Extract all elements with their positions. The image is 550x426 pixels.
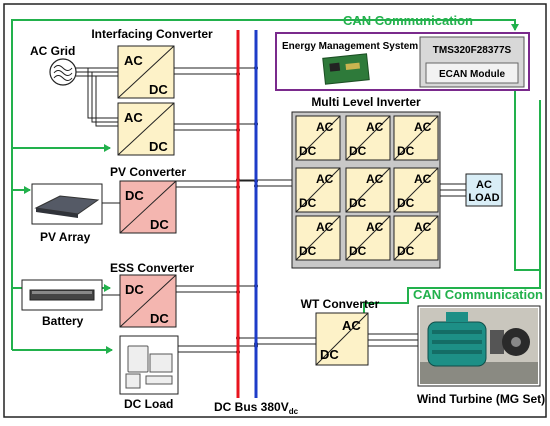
can-top-label: CAN Communication bbox=[343, 13, 473, 28]
pv-converter-label: PV Converter bbox=[110, 165, 186, 179]
pv-array-label: PV Array bbox=[40, 230, 91, 244]
wt-converter-label: WT Converter bbox=[301, 297, 380, 311]
bus-connections bbox=[174, 67, 316, 353]
mli-cell: AC DC bbox=[393, 115, 439, 161]
mli-cell: AC DC bbox=[295, 115, 341, 161]
svg-text:DC: DC bbox=[125, 188, 144, 203]
mli-cell: AC DC bbox=[295, 167, 341, 213]
pv-converter: DC DC bbox=[119, 180, 177, 234]
battery-label: Battery bbox=[42, 314, 84, 328]
mli-cell-dc: DC bbox=[349, 144, 367, 158]
mli-cell-ac: AC bbox=[414, 220, 432, 234]
pv-array-icon bbox=[34, 195, 100, 218]
can-right-label: CAN Communication bbox=[413, 287, 543, 302]
mli-cell-ac: AC bbox=[414, 172, 432, 186]
mli-cell-ac: AC bbox=[366, 120, 384, 134]
mg-set-photo-icon bbox=[420, 308, 538, 384]
outer-frame bbox=[3, 3, 547, 418]
ac-load-wires bbox=[440, 183, 466, 197]
mli-cells: AC DC AC DC AC DC AC DC AC DC AC DC AC DC AC DC AC DC bbox=[295, 115, 439, 261]
interfacing-converter-2: AC DC bbox=[117, 102, 175, 156]
ems-board-icon bbox=[322, 53, 370, 85]
svg-text:DC: DC bbox=[149, 82, 168, 97]
interfacing-converter-label: Interfacing Converter bbox=[91, 27, 213, 41]
mli-cell-ac: AC bbox=[316, 120, 334, 134]
mli-cell-dc: DC bbox=[397, 244, 415, 258]
ess-converter: DC DC bbox=[119, 274, 177, 328]
ac-load-label-2: LOAD bbox=[468, 192, 499, 204]
mli-cell: AC DC bbox=[345, 115, 391, 161]
mli-cell-dc: DC bbox=[349, 244, 367, 258]
ems-label: Energy Management System bbox=[282, 41, 418, 52]
svg-text:AC: AC bbox=[342, 318, 361, 333]
svg-text:AC: AC bbox=[124, 53, 143, 68]
dsp-label: TMS320F28377S bbox=[433, 45, 512, 56]
ac-load-box bbox=[465, 173, 503, 207]
ac-grid-icon bbox=[49, 58, 77, 86]
svg-text:DC: DC bbox=[320, 347, 339, 362]
svg-text:AC: AC bbox=[124, 110, 143, 125]
mli-cell-ac: AC bbox=[316, 172, 334, 186]
mli-cell-ac: AC bbox=[366, 220, 384, 234]
ess-converter-label: ESS Converter bbox=[110, 261, 194, 275]
mli-cell-ac: AC bbox=[414, 120, 432, 134]
mli-label: Multi Level Inverter bbox=[311, 95, 421, 109]
mli-cell-dc: DC bbox=[397, 144, 415, 158]
mli-cell-ac: AC bbox=[366, 172, 384, 186]
interfacing-converter-1: AC DC bbox=[117, 45, 175, 99]
wind-turbine-label: Wind Turbine (MG Set) bbox=[417, 392, 545, 406]
dc-load-label: DC Load bbox=[124, 397, 173, 411]
ecan-label: ECAN Module bbox=[439, 69, 506, 80]
svg-text:DC: DC bbox=[125, 282, 144, 297]
svg-text:DC: DC bbox=[150, 217, 169, 232]
ac-load-label-1: AC bbox=[476, 179, 492, 191]
ecan-box bbox=[425, 62, 519, 84]
mli-cell-dc: DC bbox=[349, 196, 367, 210]
mli-cell-dc: DC bbox=[397, 196, 415, 210]
mli-cell-dc: DC bbox=[299, 144, 317, 158]
grid-wires bbox=[76, 67, 118, 127]
wt-wires bbox=[368, 333, 418, 347]
svg-text:DC: DC bbox=[149, 139, 168, 154]
mli-cell-dc: DC bbox=[299, 196, 317, 210]
wt-converter: AC DC bbox=[315, 312, 369, 366]
ac-grid-label: AC Grid bbox=[30, 44, 75, 58]
mli-cell: AC DC bbox=[345, 215, 391, 261]
battery-icon bbox=[29, 289, 95, 301]
mli-cell: AC DC bbox=[393, 215, 439, 261]
mli-cell: AC DC bbox=[345, 167, 391, 213]
mli-cell-ac: AC bbox=[316, 220, 334, 234]
mli-cell-dc: DC bbox=[299, 244, 317, 258]
mli-cell: AC DC bbox=[393, 167, 439, 213]
dc-bus-label: DC Bus 380Vdc bbox=[214, 400, 299, 416]
mli-cell: AC DC bbox=[295, 215, 341, 261]
dc-load-icon bbox=[125, 345, 173, 389]
svg-text:DC: DC bbox=[150, 311, 169, 326]
